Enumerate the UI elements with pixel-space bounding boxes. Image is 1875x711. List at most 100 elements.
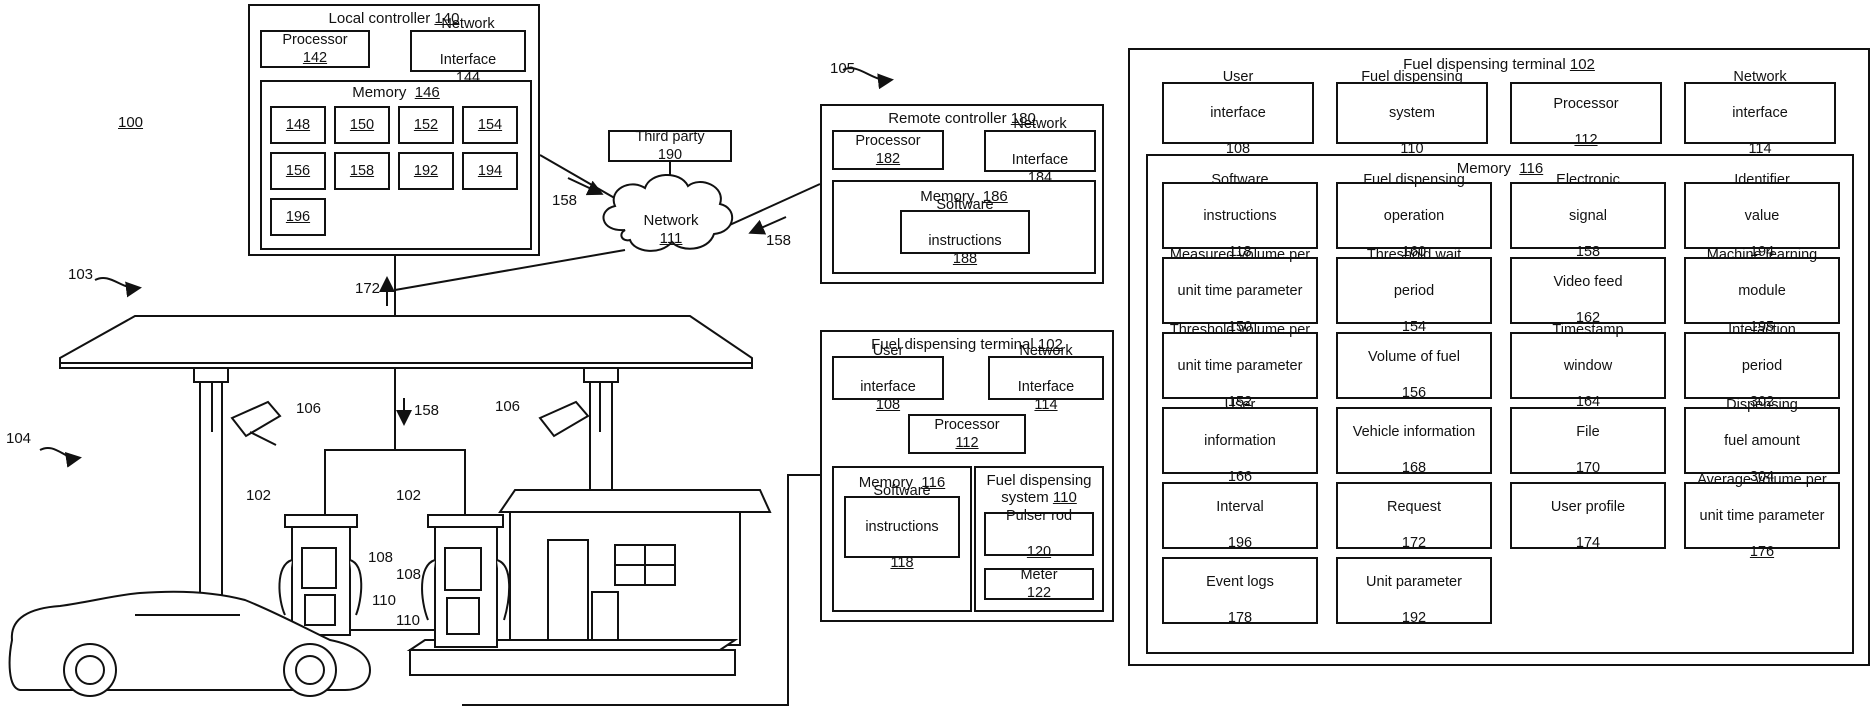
lc-memory-item-194: 194 (462, 152, 518, 190)
label-meter-right: 110 (396, 612, 420, 629)
camera-left (211, 382, 282, 446)
label-ui-left: 108 (368, 549, 394, 566)
ref-arrow-105 (842, 67, 894, 90)
lc-memory-item-158: 158 (334, 152, 390, 190)
car (8, 590, 372, 697)
network-cloud (602, 173, 734, 252)
arrow-158-right (748, 216, 787, 235)
pump-left (278, 514, 363, 636)
lc-memory-item-192: 192 (398, 152, 454, 190)
fdtr-memory-title: Memory 116 (1456, 160, 1544, 177)
local-controller: Local controller 140 Processor 142 Netwo… (248, 4, 540, 256)
camera-right (538, 382, 601, 438)
fdt-right-title: Fuel dispensing terminal 102 (1403, 56, 1595, 73)
fdt-middle-title: Fuel dispensing terminal 102 (871, 336, 1063, 353)
remote-controller: Remote controller 180 Processor 182 Netw… (820, 104, 1104, 284)
ref-104: 104 (6, 430, 32, 447)
label-172: 172 (355, 280, 381, 297)
connector-lc-network (539, 154, 619, 201)
third-party-box: Third party 190 (608, 129, 732, 163)
fdtm-meter: Meter 122 (984, 567, 1094, 601)
label-158-down: 158 (414, 402, 440, 419)
gas-station-illustration (8, 315, 772, 697)
connector-network-station (394, 249, 626, 291)
remote-controller-title: Remote controller 180 (888, 110, 1036, 127)
lc-memory-item-156: 156 (270, 152, 326, 190)
connector-network-remote (722, 183, 821, 229)
lc-memory-item-154: 154 (462, 106, 518, 144)
arrow-158-left (567, 177, 604, 196)
label-meter-left: 110 (372, 592, 396, 609)
rc-processor: Processor 182 (832, 130, 944, 170)
figure-ref: 100 (118, 114, 144, 131)
label-158-right: 158 (766, 232, 792, 249)
label-ui-right: 108 (396, 566, 422, 583)
ref-arrow-104 (39, 447, 82, 468)
ref-arrow-103 (94, 277, 142, 298)
lc-memory-item-196: 196 (270, 198, 326, 236)
label-pump-right: 102 (396, 487, 422, 504)
connector-station-terminal (462, 474, 820, 706)
label-158-left: 158 (552, 192, 578, 209)
ref-105: 105 (830, 60, 856, 77)
pump-right (421, 514, 511, 648)
label-camera-left: 106 (296, 400, 322, 417)
ref-103: 103 (68, 266, 94, 283)
fdtm-processor: Processor 112 (908, 414, 1026, 454)
label-camera-right: 106 (495, 398, 521, 415)
label-pump-left: 102 (246, 487, 272, 504)
pump-island (409, 649, 736, 676)
lc-memory-title: Memory 146 (352, 84, 440, 101)
lc-memory-item-148: 148 (270, 106, 326, 144)
lc-processor: Processor 142 (260, 30, 370, 68)
rc-memory-title: Memory 186 (920, 188, 1008, 205)
canopy (59, 315, 753, 369)
lc-memory-item-152: 152 (398, 106, 454, 144)
fdtm-memory-title: Memory 116 (858, 474, 946, 491)
lc-memory-item-150: 150 (334, 106, 390, 144)
